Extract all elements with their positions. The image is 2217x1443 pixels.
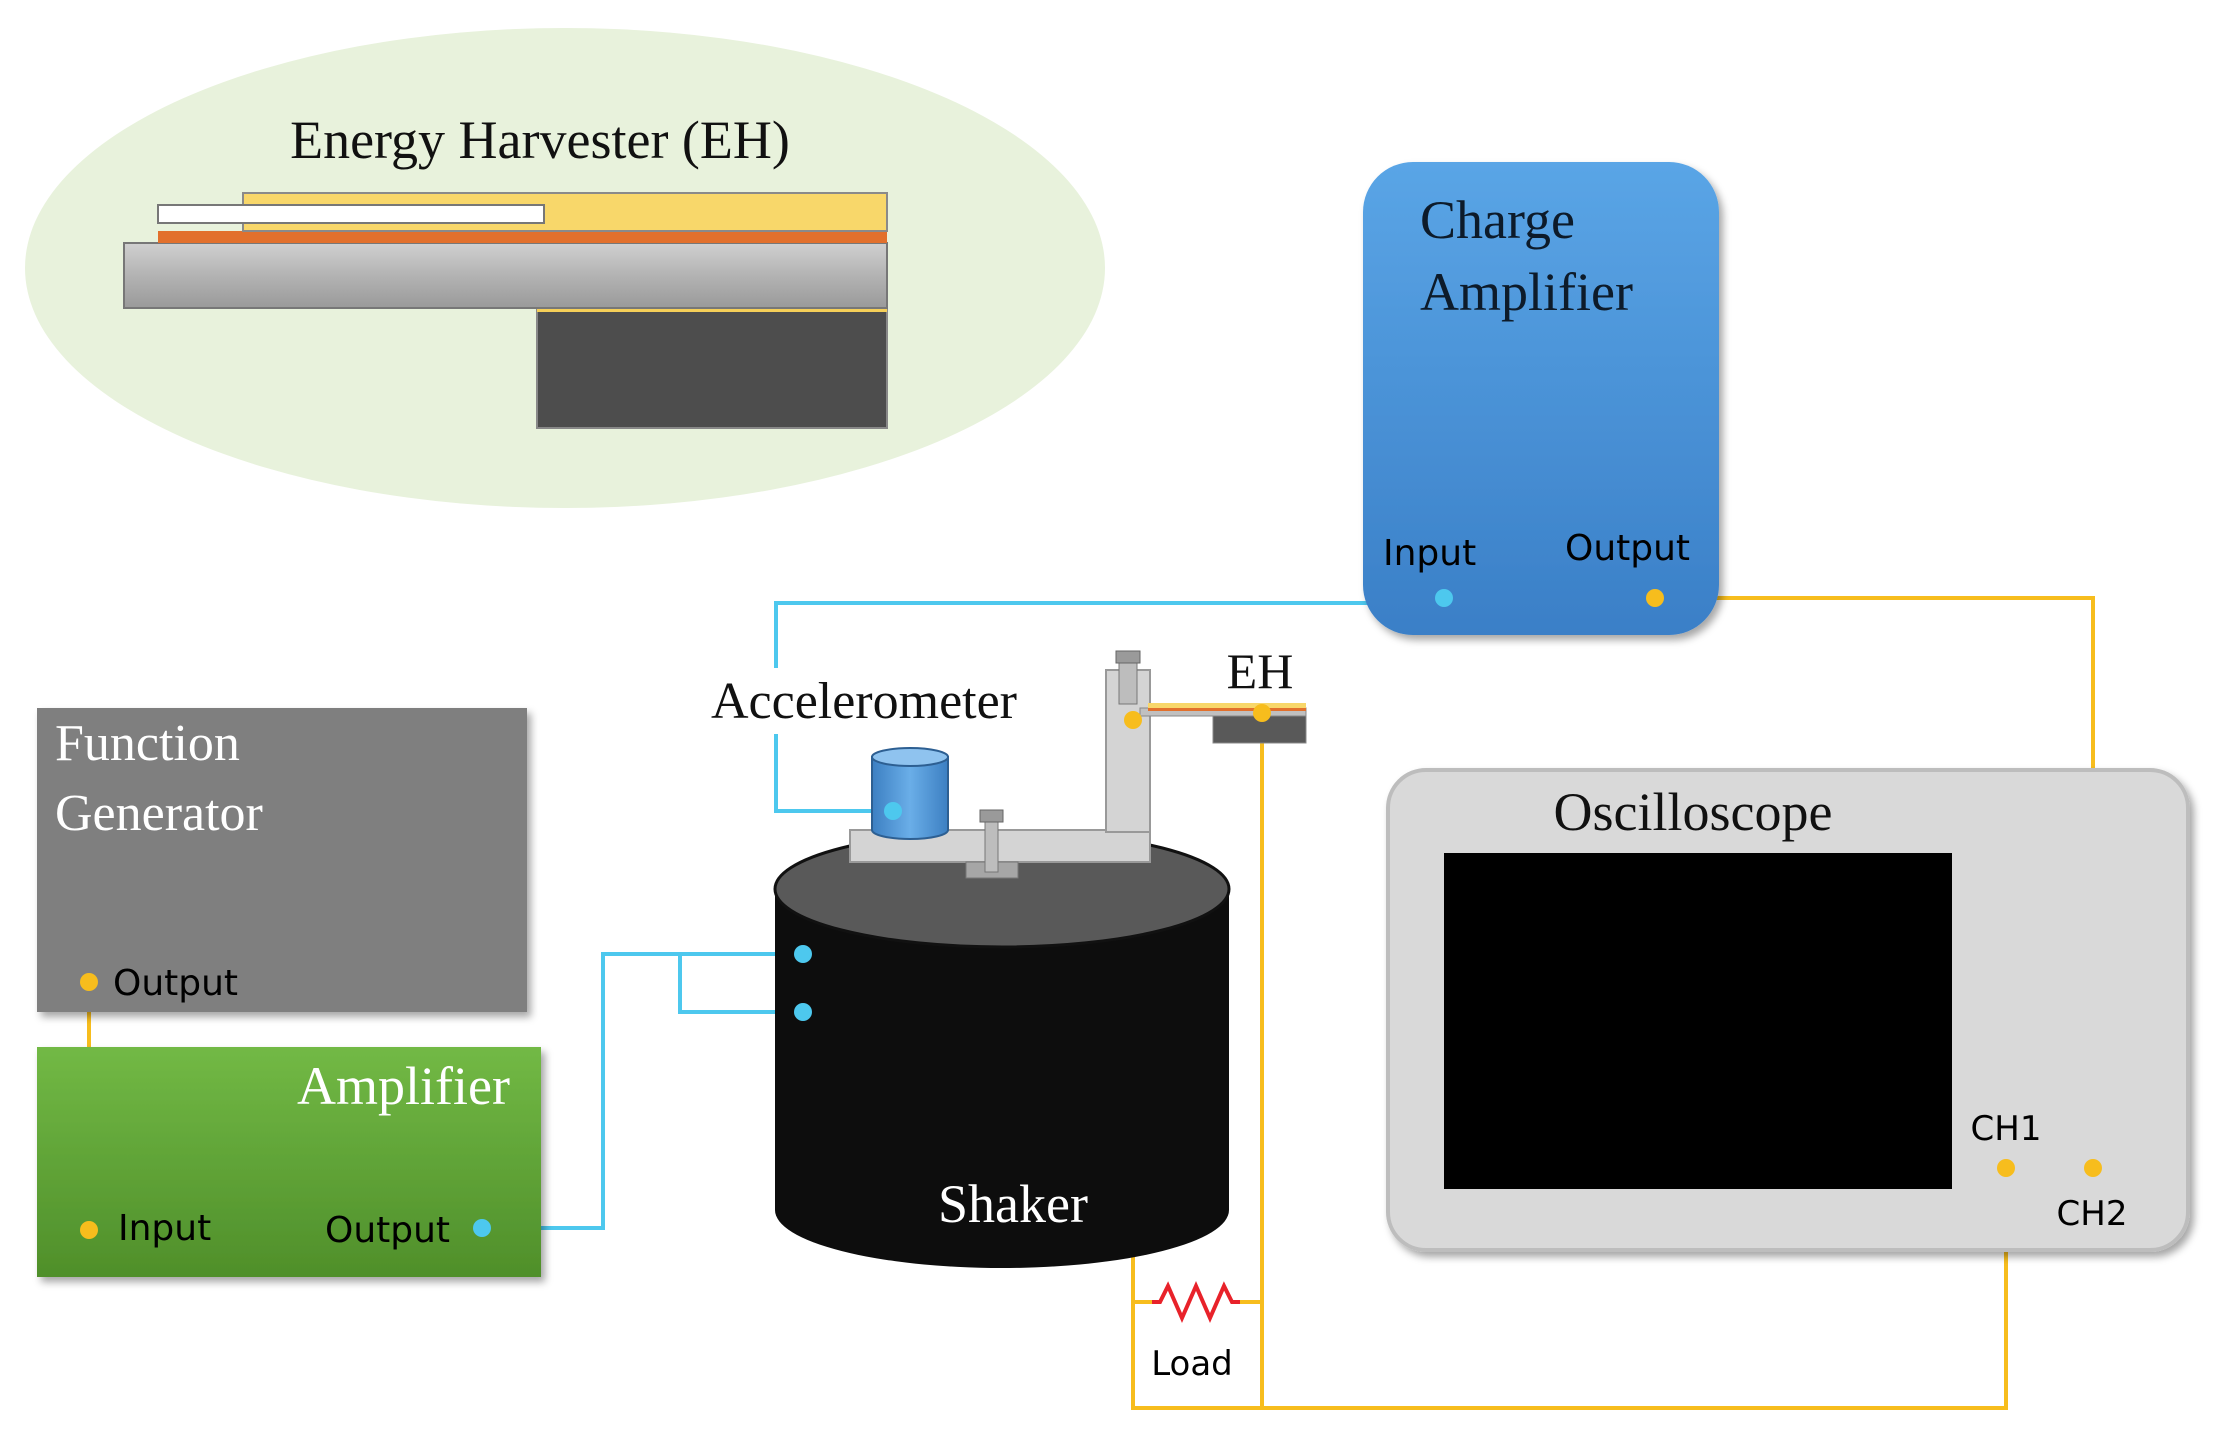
mini-energy-harvester: EH [1139, 643, 1307, 744]
accelerometer-top [871, 747, 949, 767]
charge-amplifier-input-label: Input [1383, 533, 1476, 574]
mini-eh-gold-layer [1148, 703, 1306, 708]
fixture-top-screw-head [1115, 650, 1141, 664]
inset-title: Energy Harvester (EH) [290, 110, 790, 170]
shaker-input-terminal-upper [794, 945, 812, 963]
amplifier: Amplifier Input Output [37, 1047, 541, 1277]
charge-amp-input-terminal [1435, 589, 1453, 607]
amplifier-body [37, 1047, 541, 1277]
amplifier-title: Amplifier [297, 1056, 510, 1116]
function-generator-title-line1: Function [55, 715, 240, 772]
accelerometer: Accelerometer [668, 668, 1046, 840]
oscilloscope-ch2-label: CH2 [2057, 1194, 2128, 1234]
fixture-clamp-screw [984, 817, 999, 873]
harvester-orange-layer [158, 231, 887, 243]
funcgen-output-terminal [80, 973, 98, 991]
function-generator: Function Generator Output [37, 708, 527, 1012]
oscilloscope-ch1-terminal [1997, 1159, 2015, 1177]
amplifier-output-label: Output [325, 1210, 450, 1251]
shaker-title: Shaker [938, 1174, 1088, 1234]
mini-eh-base-block [1212, 715, 1307, 744]
charge-amplifier-title-line1: Charge [1420, 190, 1575, 250]
charge-amplifier-body [1363, 162, 1719, 635]
oscilloscope-title: Oscilloscope [1554, 782, 1833, 842]
function-generator-body [37, 708, 527, 1012]
load-label: Load [1151, 1344, 1233, 1384]
mini-eh-orange-layer [1148, 708, 1306, 711]
fixture-base-plate [849, 829, 1151, 863]
accelerometer-terminal [884, 802, 902, 820]
wire-amplifier-to-shaker [482, 952, 803, 1230]
function-generator-output-label: Output [113, 963, 238, 1004]
charge-amplifier-output-label: Output [1565, 528, 1690, 569]
harvester-cross-section [123, 192, 888, 429]
shaker-fixture [849, 650, 1151, 879]
fixture-clamp-screw-head [979, 809, 1004, 823]
accelerometer-label-bg [668, 668, 1046, 734]
accelerometer-label: Accelerometer [711, 673, 1017, 730]
oscilloscope-screen [1444, 853, 1952, 1189]
charge-amp-output-terminal [1646, 589, 1664, 607]
shaker: Shaker [773, 829, 1231, 1268]
amplifier-input-label: Input [118, 1208, 211, 1249]
shaker-cylinder-body [775, 889, 1229, 1268]
function-generator-title-line2: Generator [55, 785, 263, 842]
charge-amplifier: Charge Amplifier Input Output [1363, 162, 1719, 635]
shaker-input-terminal-lower [794, 1003, 812, 1021]
oscilloscope-ch1-label: CH1 [1971, 1109, 2042, 1149]
resistor-zigzag [1152, 1281, 1240, 1323]
eh-label: EH [1227, 643, 1294, 699]
oscilloscope: Oscilloscope CH1 CH2 [1386, 768, 2190, 1252]
harvester-beam [123, 242, 888, 309]
amplifier-input-terminal [80, 1221, 98, 1239]
load-resistor: Load [1151, 1281, 1240, 1384]
harvester-white-layer [157, 204, 545, 224]
charge-amplifier-title-line2: Amplifier [1420, 262, 1633, 322]
connection-points [80, 589, 2102, 1239]
accelerometer-cylinder [871, 756, 949, 840]
eh-right-terminal [1253, 704, 1271, 722]
amplifier-output-terminal [473, 1219, 491, 1237]
fixture-top-screw [1118, 657, 1138, 705]
eh-left-terminal [1124, 711, 1142, 729]
harvester-base-block [536, 309, 888, 429]
oscilloscope-ch2-terminal [2084, 1159, 2102, 1177]
energy-harvester-inset: Energy Harvester (EH) [25, 28, 1105, 508]
